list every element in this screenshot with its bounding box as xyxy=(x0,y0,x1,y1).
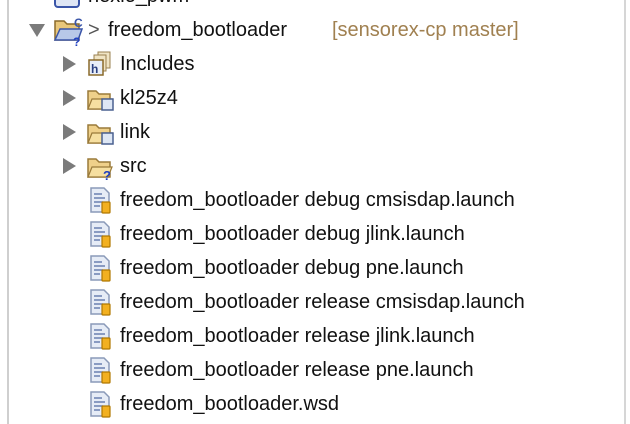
expand-twistie-icon[interactable] xyxy=(63,56,76,72)
launch-file-icon xyxy=(90,221,111,248)
tree-item[interactable]: kl25z4 xyxy=(0,81,620,115)
tree-item-label: freedom_bootloader debug pne.launch xyxy=(120,256,464,279)
tree-item[interactable]: freedom_bootloader release cmsisdap.laun… xyxy=(0,285,620,319)
launch-file-icon xyxy=(90,289,111,316)
tree-item-label: freedom_bootloader release cmsisdap.laun… xyxy=(120,290,525,313)
tree-item[interactable]: ? src xyxy=(0,149,620,183)
launch-file-icon xyxy=(90,391,111,418)
tree-item-label: Includes xyxy=(120,52,195,75)
launch-file-icon xyxy=(90,187,111,214)
tree-item-label: freedom_bootloader release jlink.launch xyxy=(120,324,475,347)
tree-item-label: freedom_bootloader.wsd xyxy=(120,392,340,415)
tree-item[interactable]: freedom_bootloader release jlink.launch xyxy=(0,319,620,353)
tree-item-label: nexio_pwm xyxy=(88,0,189,8)
tree-item[interactable]: freedom_bootloader.wsd xyxy=(0,387,620,421)
tree-item-label: src xyxy=(120,154,147,177)
svg-text:?: ? xyxy=(103,168,111,180)
tree-item[interactable]: freedom_bootloader release pne.launch xyxy=(0,353,620,387)
tree-item-label: kl25z4 xyxy=(120,86,178,109)
view-right-border xyxy=(624,0,626,424)
svg-text:?: ? xyxy=(73,35,80,47)
tree-item[interactable]: freedom_bootloader debug pne.launch xyxy=(0,251,620,285)
expand-twistie-icon[interactable] xyxy=(63,158,76,174)
collapse-twistie-icon[interactable] xyxy=(29,24,45,37)
git-dirty-prefix: > xyxy=(88,18,100,41)
expand-twistie-icon[interactable] xyxy=(63,124,76,140)
tree-item-label: link xyxy=(120,120,151,143)
source-folder-icon xyxy=(87,90,114,111)
source-folder-icon xyxy=(87,124,114,145)
tree-item[interactable]: freedom_bootloader debug cmsisdap.launch xyxy=(0,183,620,217)
project-name: freedom_bootloader xyxy=(108,18,288,41)
tree-item-label: freedom_bootloader release pne.launch xyxy=(120,358,474,381)
git-branch-decoration: [sensorex-cp master] xyxy=(332,18,519,41)
tree-item[interactable]: link xyxy=(0,115,620,149)
view-left-border xyxy=(7,0,9,424)
launch-file-icon xyxy=(90,323,111,350)
tree-item-project[interactable]: C ? > freedom_bootloader [sensorex-cp ma… xyxy=(0,13,620,47)
tree-item-label: freedom_bootloader debug jlink.launch xyxy=(120,222,465,245)
svg-text:h: h xyxy=(91,62,98,76)
launch-file-icon xyxy=(90,357,111,384)
c-project-folder-icon: C ? xyxy=(53,16,84,47)
project-icon xyxy=(54,0,80,8)
untracked-folder-icon: ? xyxy=(87,158,113,180)
expand-twistie-icon[interactable] xyxy=(63,90,76,106)
svg-text:C: C xyxy=(74,16,83,30)
includes-icon: h xyxy=(88,51,111,76)
launch-file-icon xyxy=(90,255,111,282)
tree-item-label: freedom_bootloader debug cmsisdap.launch xyxy=(120,188,515,211)
tree-item[interactable]: freedom_bootloader debug jlink.launch xyxy=(0,217,620,251)
tree-item[interactable]: h Includes xyxy=(0,47,620,81)
